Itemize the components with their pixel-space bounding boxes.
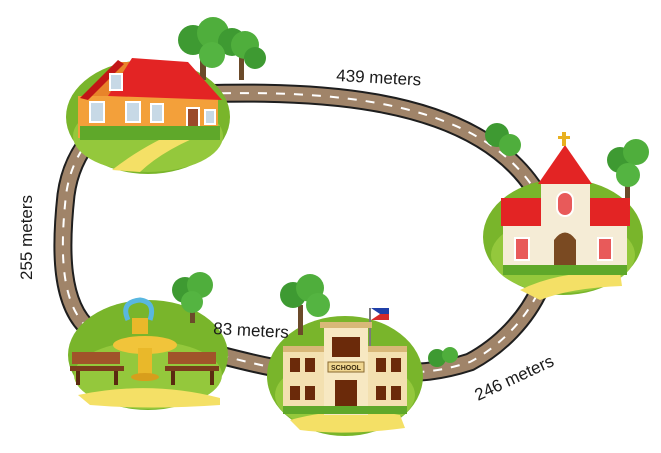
fountain-icon	[113, 297, 177, 381]
school-sign: SCHOOL	[331, 365, 362, 372]
park-landmark	[68, 272, 228, 410]
flag-icon	[369, 308, 389, 380]
school-landmark: SCHOOL	[267, 274, 458, 436]
distance-label-house-church: 439 meters	[336, 66, 422, 89]
bench-icon	[70, 352, 124, 385]
bush-icon	[428, 347, 458, 367]
church-icon	[501, 132, 630, 275]
distance-label-park-school: 83 meters	[213, 319, 289, 342]
bench-icon	[165, 352, 219, 385]
distance-label-house-park: 255 meters	[17, 195, 36, 280]
house-landmark	[66, 17, 266, 174]
tree-icon	[172, 272, 213, 323]
school-building-icon: SCHOOL	[283, 322, 407, 415]
house-icon	[78, 58, 222, 140]
tree-icon	[178, 17, 266, 80]
church-landmark	[483, 123, 649, 300]
tree-icon	[280, 274, 330, 335]
tree-icon	[485, 123, 649, 200]
